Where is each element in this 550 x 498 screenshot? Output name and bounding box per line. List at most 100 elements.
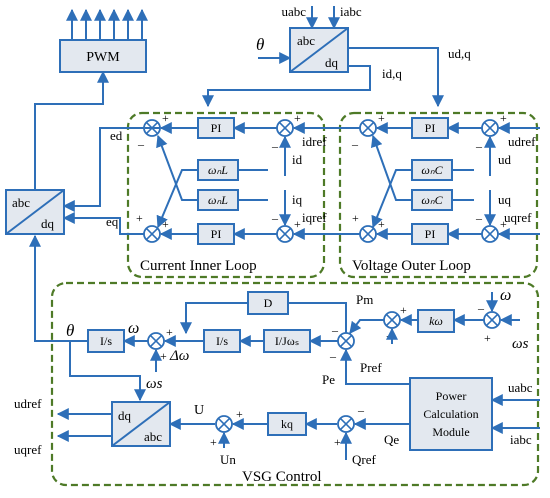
svg-text:–: –	[331, 323, 339, 337]
svg-text:+: +	[378, 217, 385, 231]
vol-sum-q-right	[481, 225, 499, 243]
u-label: U	[194, 403, 204, 418]
svg-text:+: +	[500, 111, 507, 125]
integrator-omega-label: I/s	[216, 334, 228, 348]
pwm-output-arrows	[66, 8, 148, 40]
svg-text:+: +	[210, 435, 217, 449]
vol-sum-d-left	[359, 119, 377, 137]
vsg-control-title: VSG Control	[242, 469, 322, 485]
kw-label: kω	[429, 314, 443, 328]
theta-vsg-label: θ	[66, 321, 74, 340]
svg-text:+: +	[294, 111, 301, 125]
i-qref-label: iqref	[302, 210, 327, 225]
svg-text:+: +	[352, 211, 359, 225]
svg-text:+: +	[334, 435, 341, 449]
svg-text:–: –	[351, 137, 359, 151]
svg-text:+: +	[400, 303, 407, 317]
d-label: D	[264, 296, 273, 310]
theta-top-label: θ	[256, 35, 264, 54]
svg-text:+: +	[136, 211, 143, 225]
cil-pi-q-label: PI	[211, 227, 222, 241]
svg-text:+: +	[166, 325, 173, 339]
p-m-label: Pm	[356, 292, 373, 307]
i-dq-label: id,q	[382, 66, 402, 81]
svg-text:–: –	[271, 139, 279, 153]
cil-sum-q-right	[276, 225, 294, 243]
current-inner-loop-title: Current Inner Loop	[140, 258, 257, 274]
cil-sum-d-right	[276, 119, 294, 137]
vsg-sum-pm	[383, 311, 401, 329]
current-inner-loop-group	[126, 111, 326, 279]
i-q-label: iq	[292, 192, 303, 207]
power-calc-line1: Power	[436, 389, 467, 403]
pwm-block	[59, 39, 147, 73]
svg-text:+: +	[484, 331, 491, 345]
svg-text:–: –	[329, 349, 337, 363]
u-n-label: Un	[220, 452, 236, 467]
power-calc-line2: Calculation	[423, 407, 478, 421]
abc-dq-left-dq: dq	[41, 216, 55, 231]
q-e-label: Qe	[384, 432, 399, 447]
svg-text:+: +	[236, 407, 243, 421]
vsg-control-group	[50, 281, 540, 487]
vol-sum-d-right	[481, 119, 499, 137]
pwm-label: PWM	[86, 50, 120, 65]
svg-text:+: +	[162, 111, 169, 125]
power-calc-line3: Module	[432, 425, 469, 439]
delta-omega-label: Δω	[169, 348, 189, 364]
i-dref-label: idref	[302, 134, 327, 149]
vol-wc-top-label: ωₙC	[421, 163, 443, 177]
e-q-label: eq	[106, 214, 119, 229]
i-abc-pc-label: iabc	[510, 432, 532, 447]
voltage-outer-loop-title: Voltage Outer Loop	[352, 258, 471, 274]
svg-text:–: –	[137, 137, 145, 151]
dq-abc-abc: abc	[144, 429, 162, 444]
i-abc-top-label: iabc	[340, 4, 362, 19]
vsg-sum-q	[337, 415, 355, 433]
u-d-label: ud	[498, 152, 512, 167]
u-qref-label: uqref	[504, 210, 532, 225]
u-abc-pc-label: uabc	[508, 380, 533, 395]
q-ref-label: Qref	[352, 452, 376, 467]
u-dq-label: ud,q	[448, 46, 471, 61]
abc-dq-left-abc: abc	[12, 195, 30, 210]
power-calculation-block	[409, 377, 493, 451]
omega-s-right-label: ωs	[512, 336, 529, 352]
integrator-theta-label: I/s	[100, 334, 112, 348]
svg-text:–: –	[357, 403, 365, 417]
u-abc-top-label: uabc	[281, 4, 306, 19]
vol-pi-q-label: PI	[425, 227, 436, 241]
abc-dq-top-abc: abc	[297, 33, 315, 48]
svg-text:–: –	[271, 211, 279, 225]
omega-right-label: ω	[500, 287, 511, 304]
u-q-label: uq	[498, 192, 512, 207]
abc-dq-top-dq: dq	[325, 55, 339, 70]
cil-pi-d-label: PI	[211, 121, 222, 135]
vsg-sum-omega-s	[483, 311, 501, 329]
inertia-label: I/Jωₛ	[275, 334, 299, 348]
vol-pi-d-label: PI	[425, 121, 436, 135]
vsg-sum-power	[337, 332, 355, 350]
omega-label: ω	[128, 320, 139, 337]
omega-s-mid-label: ωs	[146, 376, 163, 392]
kq-label: kq	[281, 417, 293, 431]
cil-wl-top-label: ωₙL	[208, 163, 228, 177]
svg-text:–: –	[477, 301, 485, 315]
vsg-sum-omega	[147, 332, 165, 350]
svg-text:–: –	[475, 139, 483, 153]
svg-text:+: +	[160, 349, 167, 363]
vol-wc-bottom-label: ωₙC	[421, 193, 443, 207]
u-dref-out-label: udref	[14, 396, 42, 411]
cil-sum-q-left	[143, 225, 161, 243]
voltage-outer-loop-group	[338, 111, 539, 279]
svg-text:+: +	[162, 217, 169, 231]
svg-text:–: –	[475, 211, 483, 225]
vsg-sum-voltage	[215, 415, 233, 433]
vol-sum-q-left	[359, 225, 377, 243]
i-d-label: id	[292, 152, 303, 167]
svg-text:+: +	[294, 217, 301, 231]
svg-text:+: +	[500, 217, 507, 231]
dq-abc-dq: dq	[118, 408, 132, 423]
p-e-label: Pe	[322, 372, 335, 387]
svg-text:+: +	[378, 111, 385, 125]
